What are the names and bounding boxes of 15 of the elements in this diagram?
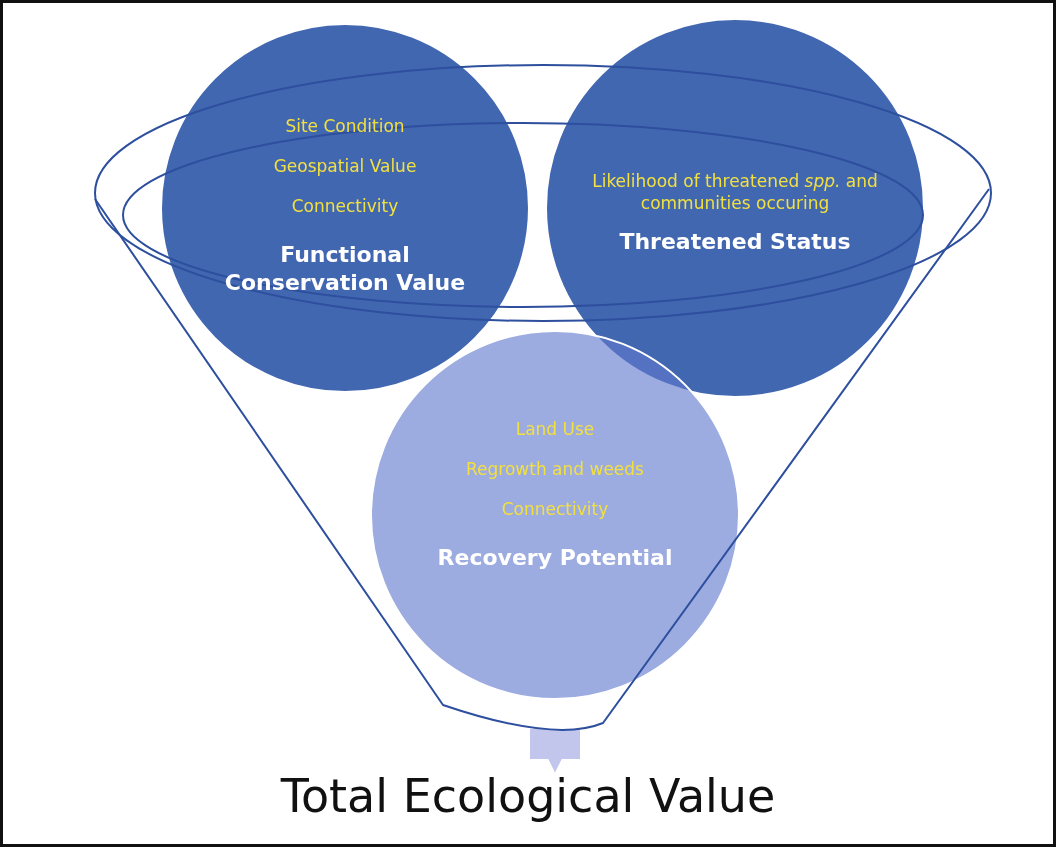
result-label: Total Ecological Value bbox=[280, 769, 776, 823]
criterion-text: Geospatial Value bbox=[272, 155, 418, 177]
criterion-text: Regrowth and weeds bbox=[465, 458, 645, 480]
criterion-text: Connectivity bbox=[500, 498, 610, 520]
category-title: Functional Conservation Value bbox=[223, 241, 467, 297]
criterion-text: Likelihood of threatened spp. and communities occuring bbox=[591, 170, 879, 214]
criterion-text: Connectivity bbox=[290, 195, 400, 217]
category-title: Threatened Status bbox=[618, 228, 852, 256]
output-arrow bbox=[530, 729, 580, 773]
category-circle bbox=[545, 18, 925, 398]
category-title: Recovery Potential bbox=[436, 544, 674, 572]
funnel-outline bbox=[94, 64, 992, 731]
criterion-text: Land Use bbox=[514, 418, 596, 440]
category-circle bbox=[160, 23, 530, 393]
criterion-text: Site Condition bbox=[284, 115, 406, 137]
